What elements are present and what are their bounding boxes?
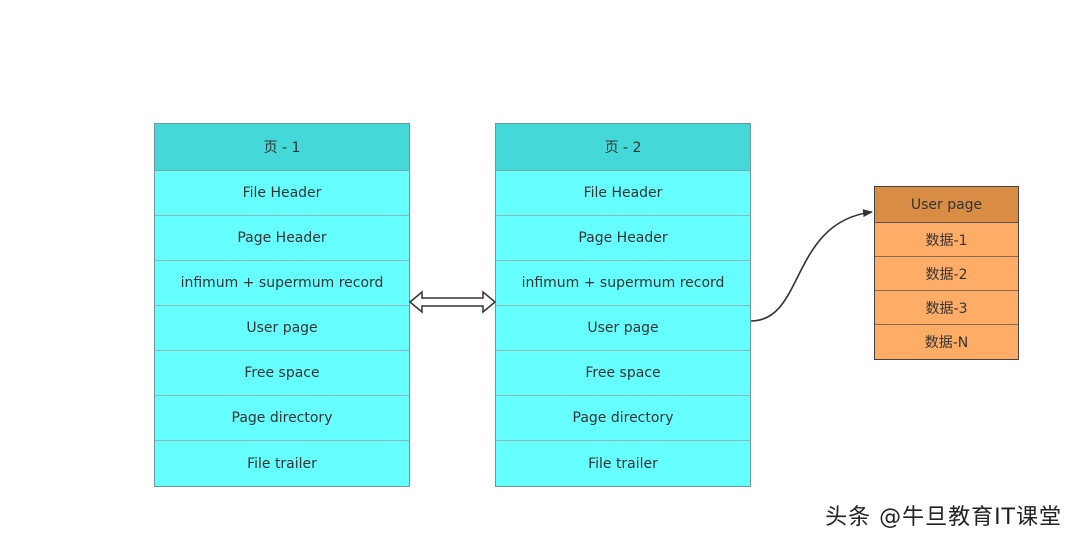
double-arrow-icon: [408, 290, 497, 314]
user-page-title: User page: [875, 187, 1018, 223]
page-2-row-user-page: User page: [496, 306, 750, 351]
page-1-box: 页 - 1 File Header Page Header infimum + …: [154, 123, 410, 487]
user-page-box: User page 数据-1 数据-2 数据-3 数据-N: [874, 186, 1019, 360]
user-page-link-arrow: [750, 209, 873, 322]
page-1-row-page-directory: Page directory: [155, 396, 409, 441]
page-2-box: 页 - 2 File Header Page Header infimum + …: [495, 123, 751, 487]
user-page-row-data-2: 数据-2: [875, 257, 1018, 291]
page-1-row-infimum-supremum: infimum + supermum record: [155, 261, 409, 306]
page-1-row-page-header: Page Header: [155, 216, 409, 261]
page-1-row-file-trailer: File trailer: [155, 441, 409, 486]
page-1-title: 页 - 1: [155, 124, 409, 171]
page-2-row-page-header: Page Header: [496, 216, 750, 261]
page-1-row-free-space: Free space: [155, 351, 409, 396]
page-2-row-file-header: File Header: [496, 171, 750, 216]
user-page-row-data-n: 数据-N: [875, 325, 1018, 359]
watermark: 头条 @牛旦教育IT课堂: [825, 505, 1062, 530]
user-page-row-data-1: 数据-1: [875, 223, 1018, 257]
page-1-row-user-page: User page: [155, 306, 409, 351]
page-2-row-free-space: Free space: [496, 351, 750, 396]
page-2-title: 页 - 2: [496, 124, 750, 171]
page-1-row-file-header: File Header: [155, 171, 409, 216]
page-2-row-page-directory: Page directory: [496, 396, 750, 441]
page-2-row-file-trailer: File trailer: [496, 441, 750, 486]
user-page-row-data-3: 数据-3: [875, 291, 1018, 325]
page-2-row-infimum-supremum: infimum + supermum record: [496, 261, 750, 306]
